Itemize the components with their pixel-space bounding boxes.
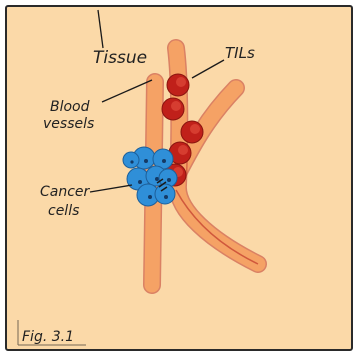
tissue-label: Tissue [93, 48, 147, 68]
cancer-cells-label-line2: cells [48, 203, 79, 219]
til-cell [167, 74, 189, 96]
blood-vessels-label-line2: vessels [43, 116, 94, 132]
cancer-cell [123, 152, 139, 168]
til-cell [162, 98, 184, 120]
til-cell [181, 121, 203, 143]
cancer-cell [155, 184, 175, 204]
blood-vessels-label-line1: Blood [50, 99, 90, 115]
cancer-cells-label-line1: Cancer [40, 184, 91, 200]
tils-label: TILs [225, 44, 255, 62]
figure-caption: Fig. 3.1 [22, 329, 74, 345]
